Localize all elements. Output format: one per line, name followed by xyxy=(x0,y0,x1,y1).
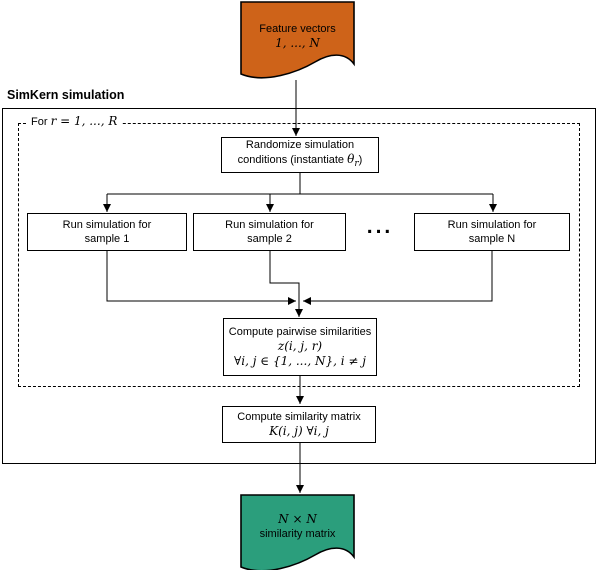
run-sample-1-node: Run simulation for sample 1 xyxy=(27,213,187,251)
run-sample-n-line2: sample N xyxy=(468,233,516,245)
run-sample-1-line2: sample 1 xyxy=(84,233,130,245)
ellipsis-label: ... xyxy=(366,215,394,238)
output-dimensions: N × N xyxy=(278,512,317,526)
theta-subscript: r xyxy=(354,159,359,170)
output-matrix-node: N × N similarity matrix xyxy=(241,512,354,541)
simkern-container-box xyxy=(2,108,596,464)
run-sample-2-line1: Run simulation for xyxy=(225,219,314,231)
randomize-line2: conditions (instantiate θr) xyxy=(237,152,363,170)
pairwise-similarities-node: Compute pairwise similarities z(i, j, r)… xyxy=(223,318,377,376)
pairwise-line1: Compute pairwise similarities xyxy=(228,326,372,338)
output-label: similarity matrix xyxy=(259,528,336,540)
for-loop-region xyxy=(18,123,580,387)
similarity-matrix-formula: K(i, j) ∀i, j xyxy=(269,424,329,438)
run-sample-2-node: Run simulation for sample 2 xyxy=(193,213,346,251)
randomize-line1: Randomize simulation xyxy=(245,139,355,152)
run-sample-1-line1: Run simulation for xyxy=(62,219,152,231)
pairwise-domain: ∀i, j ∈ {1, ..., N}, i ≠ j xyxy=(234,354,366,368)
for-loop-prefix: For xyxy=(31,116,51,128)
run-sample-2-line2: sample 2 xyxy=(247,233,292,245)
feature-vectors-range: 1, ..., N xyxy=(275,36,320,50)
similarity-matrix-line1: Compute similarity matrix xyxy=(237,411,361,423)
feature-vectors-label: Feature vectors xyxy=(259,23,336,35)
pairwise-formula: z(i, j, r) xyxy=(277,339,323,353)
for-loop-label: For r = 1, ..., R xyxy=(26,113,123,129)
similarity-matrix-node: Compute similarity matrix K(i, j) ∀i, j xyxy=(222,406,376,443)
randomize-conditions-node: Randomize simulation conditions (instant… xyxy=(221,137,379,173)
run-sample-n-node: Run simulation for sample N xyxy=(414,213,570,251)
theta-symbol: θ xyxy=(347,152,355,167)
feature-vectors-node: Feature vectors 1, ..., N xyxy=(241,22,354,51)
run-sample-n-line1: Run simulation for xyxy=(447,219,537,231)
for-loop-math: r = 1, ..., R xyxy=(50,114,118,128)
simkern-title: SimKern simulation xyxy=(7,88,125,102)
